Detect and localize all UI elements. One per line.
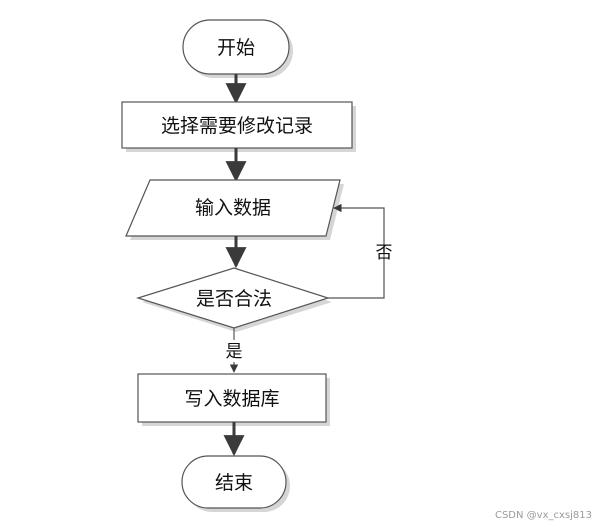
input-label: 输入数据 (195, 197, 271, 219)
decision-label: 是否合法 (196, 288, 272, 310)
write-database-process: 写入数据库 (137, 373, 330, 426)
no-label: 否 (376, 243, 393, 263)
watermark: CSDN @vx_cxsj813 (495, 510, 592, 521)
start-terminal: 开始 (182, 19, 293, 78)
end-label: 结束 (215, 472, 253, 494)
start-label: 开始 (217, 37, 255, 59)
decision-diamond: 是否合法 (135, 267, 332, 332)
end-terminal: 结束 (181, 455, 290, 512)
select-label: 选择需要修改记录 (161, 115, 313, 137)
select-record-process: 选择需要修改记录 (121, 101, 356, 152)
input-data-parallelogram: 输入数据 (125, 179, 344, 240)
yes-label: 是 (226, 342, 243, 362)
write-label: 写入数据库 (184, 388, 279, 410)
arrow-no-loop (328, 203, 385, 299)
